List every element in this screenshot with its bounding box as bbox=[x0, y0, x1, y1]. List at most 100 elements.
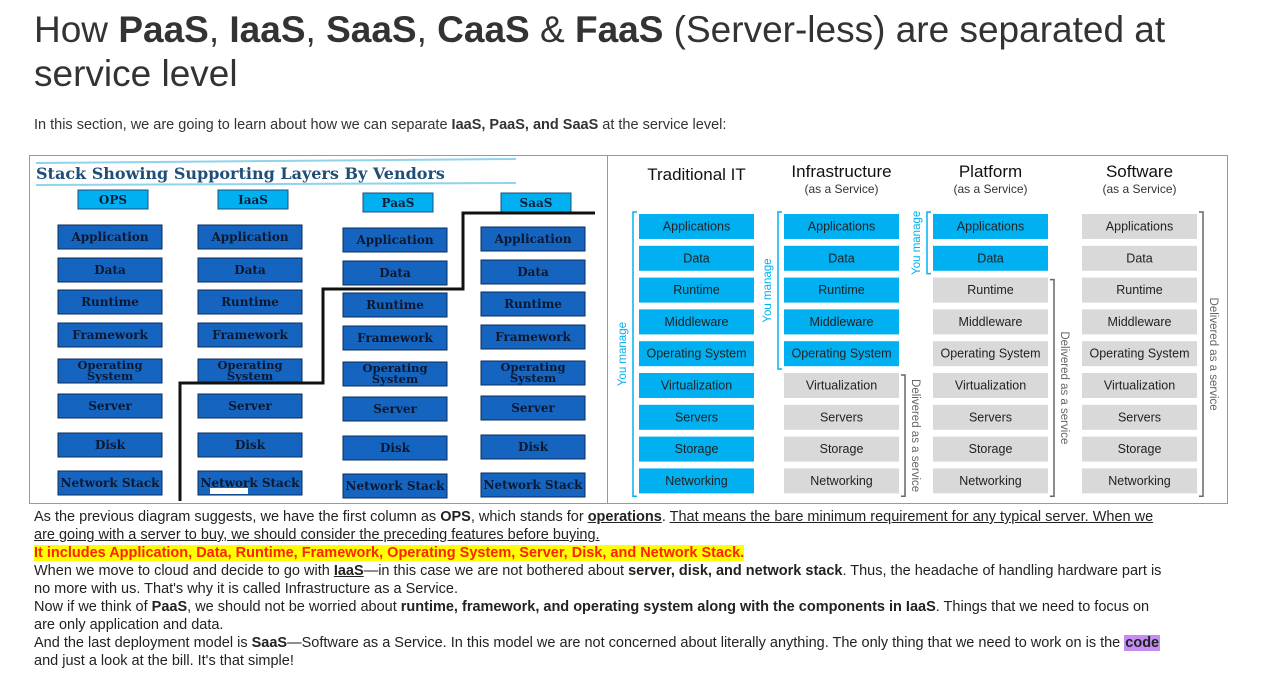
you-manage-label: You manage bbox=[617, 322, 629, 386]
service-layer-box bbox=[933, 309, 1048, 335]
header-box-iaas bbox=[217, 189, 289, 210]
service-layer-label: Storage bbox=[820, 442, 864, 456]
layer-box bbox=[197, 393, 303, 419]
column-subtitle: (as a Service) bbox=[1102, 182, 1176, 196]
you-manage-bracket bbox=[777, 211, 782, 370]
service-layer-box bbox=[639, 341, 754, 367]
layer-box bbox=[57, 358, 163, 384]
layer-box bbox=[197, 358, 303, 384]
service-layer-label: Data bbox=[828, 251, 854, 265]
service-layer-box bbox=[933, 214, 1048, 239]
layer-label: System bbox=[227, 369, 273, 383]
service-layer-label: Runtime bbox=[1116, 283, 1163, 297]
layer-label: Framework bbox=[495, 330, 571, 344]
layer-label: System bbox=[87, 369, 133, 383]
service-layer-box bbox=[1082, 277, 1197, 303]
page-title: How PaaS, IaaS, SaaS, CaaS & FaaS (Serve… bbox=[34, 9, 1166, 94]
column-subtitle: (as a Service) bbox=[804, 182, 878, 196]
service-layer-box bbox=[784, 373, 899, 398]
article-body: As the previous diagram suggests, we hav… bbox=[34, 508, 1174, 670]
layer-box bbox=[57, 224, 163, 250]
service-layer-box bbox=[1082, 436, 1197, 462]
service-layer-label: Storage bbox=[1118, 442, 1162, 456]
layer-label: Framework bbox=[212, 328, 288, 342]
layer-label: Operating bbox=[501, 360, 566, 374]
paragraph-highlight: It includes Application, Data, Runtime, … bbox=[34, 545, 745, 561]
layer-label: Server bbox=[228, 399, 272, 413]
service-layer-label: Applications bbox=[808, 220, 875, 234]
service-layer-box bbox=[639, 373, 754, 398]
layer-label: Network Stack bbox=[346, 479, 446, 493]
service-layer-box bbox=[639, 468, 754, 494]
layer-label: Operating bbox=[78, 358, 143, 372]
service-layer-box bbox=[639, 404, 754, 430]
layer-box bbox=[197, 432, 303, 458]
service-layer-box bbox=[784, 277, 899, 303]
service-layer-label: Runtime bbox=[818, 283, 865, 297]
service-layer-box bbox=[639, 214, 754, 239]
service-layer-label: Operating System bbox=[940, 347, 1040, 361]
service-layer-box bbox=[639, 436, 754, 462]
code-highlight: code bbox=[1124, 635, 1161, 651]
layer-label: Runtime bbox=[504, 297, 562, 311]
layer-box bbox=[480, 472, 586, 498]
layer-box bbox=[342, 227, 448, 253]
header-label-ops: OPS bbox=[99, 193, 127, 207]
service-layer-label: Servers bbox=[1118, 410, 1161, 424]
layer-label: Runtime bbox=[221, 295, 279, 309]
service-layer-label: Virtualization bbox=[661, 379, 732, 393]
column-subtitle: (as a Service) bbox=[953, 182, 1027, 196]
service-layer-label: Operating System bbox=[646, 347, 746, 361]
service-layer-label: Networking bbox=[665, 474, 728, 488]
layer-box bbox=[57, 470, 163, 496]
layer-label: Framework bbox=[357, 331, 433, 345]
service-layer-box bbox=[784, 245, 899, 271]
title-rule-bottom bbox=[35, 182, 517, 186]
service-layer-label: Applications bbox=[1106, 220, 1173, 234]
layer-label: Server bbox=[511, 401, 555, 415]
layer-label: Network Stack bbox=[484, 478, 584, 492]
service-layer-box bbox=[1082, 309, 1197, 335]
service-layer-label: Storage bbox=[675, 442, 719, 456]
service-layer-label: Virtualization bbox=[955, 379, 1026, 393]
service-layer-box bbox=[1082, 468, 1197, 494]
header-label-paas: PaaS bbox=[382, 196, 415, 210]
layer-label: Operating bbox=[363, 361, 428, 375]
left-diagram-title: Stack Showing Supporting Layers By Vendo… bbox=[36, 164, 445, 183]
you-manage-bracket bbox=[632, 211, 637, 497]
delivered-label: Delivered as a service bbox=[1207, 298, 1219, 411]
layer-box bbox=[57, 432, 163, 458]
layer-box bbox=[480, 360, 586, 386]
layer-label: Application bbox=[355, 233, 433, 247]
service-layer-box bbox=[639, 277, 754, 303]
service-layer-label: Servers bbox=[969, 410, 1012, 424]
layer-box bbox=[480, 324, 586, 350]
layer-label: Operating bbox=[218, 358, 283, 372]
layer-label: Disk bbox=[95, 438, 126, 452]
operations-link[interactable]: operations bbox=[587, 509, 662, 525]
service-layer-label: Runtime bbox=[673, 283, 720, 297]
service-layer-label: Applications bbox=[957, 220, 1024, 234]
vendor-stack-svg: Stack Showing Supporting Layers By Vendo… bbox=[30, 156, 607, 503]
layer-box bbox=[342, 396, 448, 422]
header-label-iaas: IaaS bbox=[238, 193, 268, 207]
layer-label: Data bbox=[379, 266, 411, 280]
service-layer-label: Networking bbox=[810, 474, 873, 488]
service-layer-label: Storage bbox=[969, 442, 1013, 456]
service-layer-box bbox=[784, 436, 899, 462]
column-title-infrastructure: Infrastructure bbox=[791, 162, 891, 181]
delivered-bracket bbox=[1050, 278, 1055, 497]
iaas-link[interactable]: IaaS bbox=[333, 563, 364, 579]
service-layer-box bbox=[933, 436, 1048, 462]
service-layer-label: Data bbox=[977, 251, 1003, 265]
layer-label: Disk bbox=[518, 440, 549, 454]
layer-label: System bbox=[372, 372, 418, 386]
layer-label: Runtime bbox=[366, 298, 424, 312]
service-layer-label: Networking bbox=[1108, 474, 1171, 488]
service-layer-box bbox=[933, 468, 1048, 494]
layer-label: Network Stack bbox=[61, 476, 161, 490]
layer-box bbox=[197, 224, 303, 250]
service-layer-label: Middleware bbox=[1108, 315, 1172, 329]
service-layer-box bbox=[784, 309, 899, 335]
